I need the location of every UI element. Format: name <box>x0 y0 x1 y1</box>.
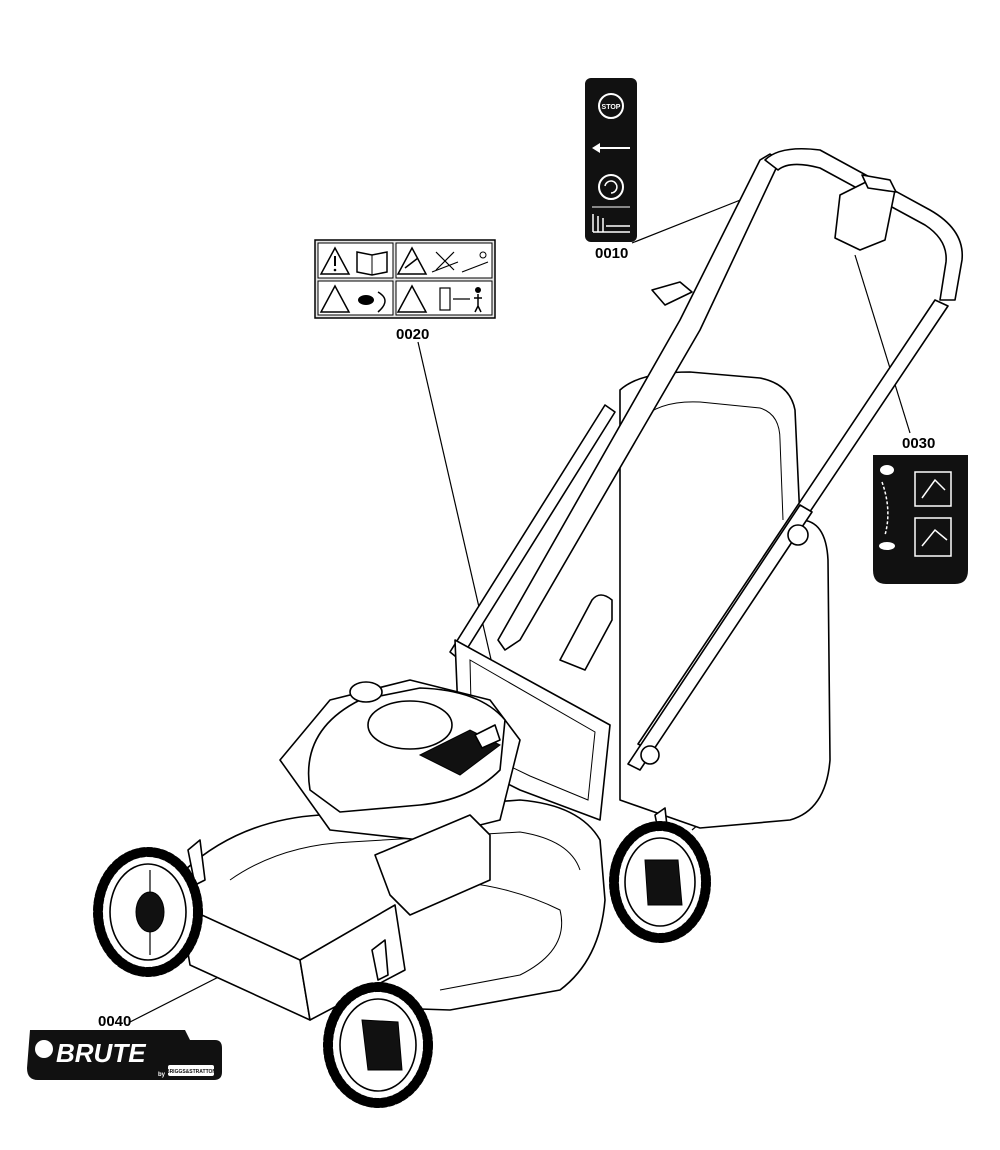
stop-text: STOP <box>602 104 621 111</box>
engine-shroud <box>307 687 506 813</box>
handle-knob-left <box>651 281 693 306</box>
callout-0020: 0020 <box>396 326 429 343</box>
slope-icon <box>431 251 489 273</box>
wheel-front-right <box>323 982 433 1108</box>
turtle-slow-icon <box>879 542 895 550</box>
manual-book-icon <box>356 251 388 276</box>
lever-step-2-icon <box>914 471 952 507</box>
handle-knob-right <box>787 524 809 546</box>
wheel-front-left <box>93 847 203 977</box>
warning-triangle-icon <box>319 246 351 275</box>
rear-height-lever <box>371 939 389 981</box>
callout-0010: 0010 <box>595 245 628 262</box>
decal-0010: STOP <box>585 78 637 242</box>
start-icon <box>598 174 624 200</box>
fuel-tank <box>374 814 491 916</box>
maker-text: BRIGGS&STRATTON <box>166 1069 216 1075</box>
front-panel <box>299 904 406 1021</box>
decal-0020 <box>314 239 496 319</box>
handle-lower-right <box>627 504 813 771</box>
wheel-rear-right <box>609 821 711 943</box>
hand-blade-icon <box>319 284 386 313</box>
brand-text: BRUTE <box>56 1038 146 1068</box>
bear-logo-icon <box>35 1040 53 1058</box>
wheels <box>93 821 711 1108</box>
lever-step-1-icon <box>914 517 952 557</box>
callout-0030: 0030 <box>902 435 935 452</box>
grass-icon <box>592 214 630 233</box>
decal-0030 <box>873 455 968 584</box>
leader-0030 <box>854 254 911 434</box>
by-text: by <box>158 1072 166 1078</box>
control-box-top <box>861 174 897 193</box>
mower-illustration <box>179 147 963 1021</box>
primer-bulb <box>474 724 501 749</box>
stop-icon: STOP <box>598 93 624 119</box>
chute-handle <box>559 594 613 671</box>
distance-person-icon <box>396 284 482 313</box>
engine-cap <box>367 700 453 750</box>
handle-knob-lower <box>640 745 660 765</box>
blade-warning-icon <box>396 246 428 275</box>
rabbit-fast-icon <box>880 465 894 475</box>
front-height-lever <box>187 839 206 886</box>
leader-0010 <box>631 192 759 244</box>
arrow-left-icon <box>592 143 630 153</box>
decal-0040: BRUTE by BRIGGS&STRATTON <box>27 1030 222 1080</box>
callout-0040: 0040 <box>98 1013 131 1030</box>
oil-cap <box>349 681 383 703</box>
